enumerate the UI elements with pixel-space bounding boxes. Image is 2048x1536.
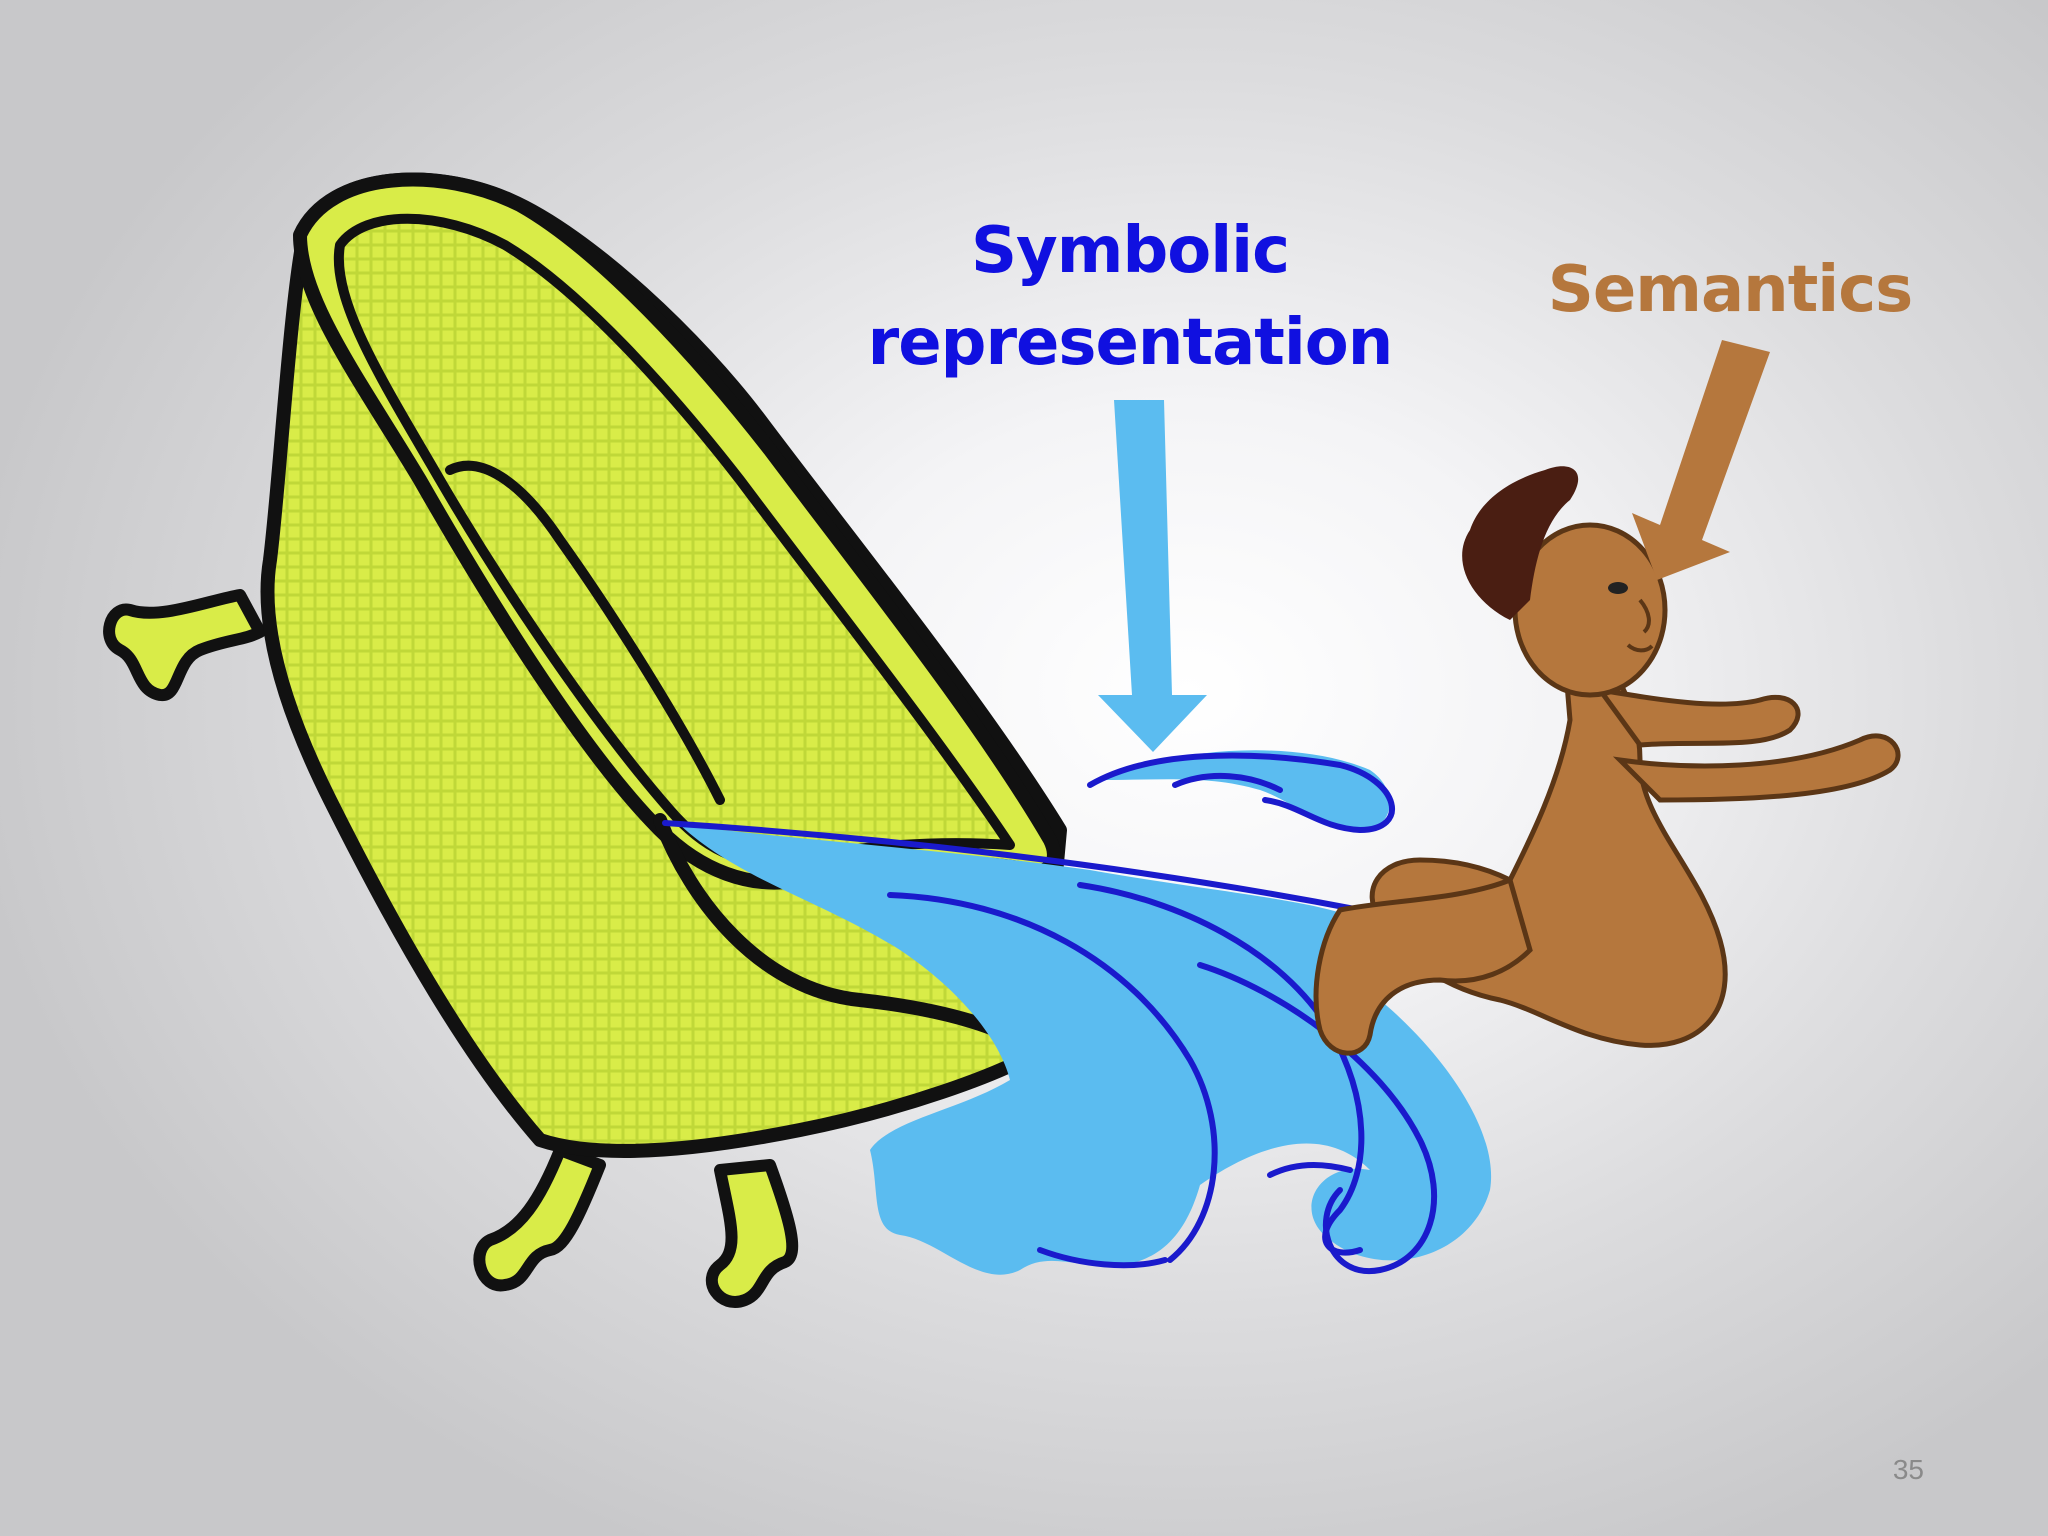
symbolic-representation-arrow [1098, 400, 1207, 752]
water-splash-illustration [662, 750, 1492, 1275]
symbolic-label-line1: Symbolic [970, 214, 1290, 288]
slide-number: 35 [1892, 1454, 1924, 1485]
symbolic-label-line2: representation [867, 306, 1394, 380]
bathtub-illustration [103, 172, 1067, 1308]
baby-illustration [1313, 466, 1901, 1056]
semantics-label: Semantics [1547, 253, 1914, 327]
semantics-arrow [1632, 340, 1770, 580]
symbolic-representation-label: Symbolic representation [860, 205, 1400, 389]
